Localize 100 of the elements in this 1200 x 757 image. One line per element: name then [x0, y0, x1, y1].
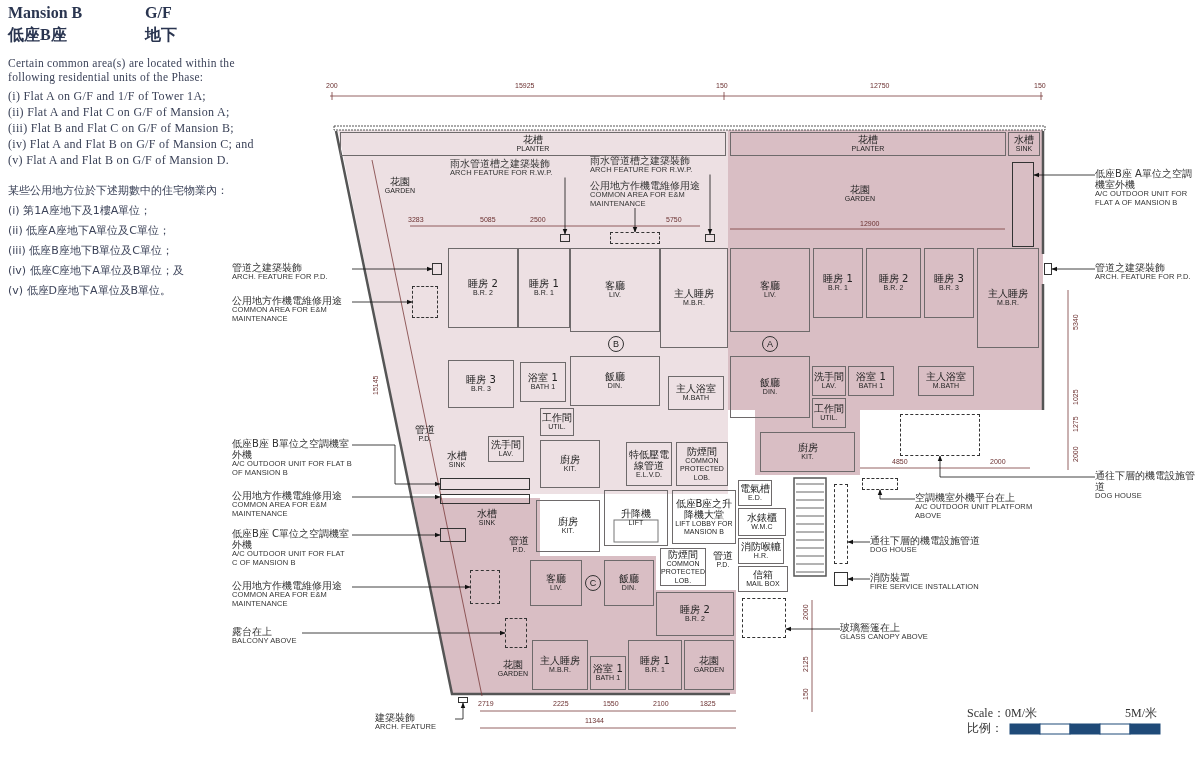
- room-outline: [628, 640, 682, 690]
- room-outline: [448, 248, 518, 328]
- room-name: 主人睡房: [674, 288, 714, 300]
- callout-text: 公用地方作機電維修用途: [232, 490, 342, 501]
- room-name: 睡房 1: [640, 655, 670, 667]
- outdoor-unit-recess: [440, 528, 466, 542]
- room-outline: [812, 398, 846, 428]
- room-name: 低座B座之升降機大堂: [674, 497, 734, 520]
- room-outline: [570, 248, 660, 332]
- room-name: 水槽: [477, 508, 497, 520]
- floor-title: 地下: [145, 25, 177, 45]
- room-name: 防煙間: [687, 445, 717, 457]
- flat-marker: B: [613, 339, 619, 349]
- room-outline: [672, 490, 736, 544]
- callout-text: 通往下層的機電設施管道: [1095, 470, 1195, 492]
- callout-text: 公用地方作機電維修用途: [232, 295, 342, 306]
- callout-text: 露台在上: [232, 626, 272, 637]
- room-name: 飯廳: [760, 377, 780, 389]
- room-name: 主人睡房: [540, 655, 580, 667]
- room-name: 特低壓電線管道: [628, 448, 670, 471]
- scale-text: Scale：0M/米: [967, 705, 1037, 722]
- room-name: 主人浴室: [926, 371, 966, 383]
- flat-marker: A: [767, 339, 773, 349]
- dog-house-area: [834, 484, 848, 564]
- callout-text: 管道之建築裝飾: [1095, 262, 1165, 273]
- note-text: (iii) 低座B座地下B單位及C單位；: [8, 243, 174, 258]
- room-outline: [536, 500, 600, 552]
- room-name: 花園: [390, 176, 410, 188]
- scale-text: 比例：: [967, 720, 1003, 737]
- room-name: 水槽: [1014, 134, 1034, 146]
- room-outline: [924, 248, 974, 318]
- balcony-outline: [505, 618, 527, 648]
- room-outline: [730, 132, 1006, 156]
- callout-text: 公用地方作機電維修用途: [232, 580, 342, 591]
- floor-title: Mansion B: [8, 4, 83, 22]
- room-outline: [918, 366, 974, 396]
- fire-service-box: [834, 572, 848, 586]
- room-outline: [656, 592, 734, 636]
- room-name: 主人浴室: [676, 383, 716, 395]
- room-name: 睡房 3: [466, 374, 496, 386]
- room-name: 水槽: [447, 450, 467, 462]
- room-name: 睡房 2: [680, 604, 710, 616]
- room-outline: [684, 640, 734, 690]
- room-outline: [660, 548, 706, 586]
- note-text: Certain common area(s) are located within the following residential units of the Phase:: [8, 56, 236, 84]
- room-outline: [1008, 132, 1040, 156]
- room-name: 信箱: [753, 569, 773, 581]
- maintenance-area: [470, 570, 500, 604]
- room-name: 花園: [850, 184, 870, 196]
- room-name: 管道: [713, 550, 733, 562]
- callout-text: 低座B座 B單位之空調機室外機: [232, 438, 350, 460]
- room-outline: [977, 248, 1039, 348]
- room-outline: [730, 248, 810, 332]
- room-outline: [604, 490, 668, 546]
- scale-text: 5M/米: [1125, 705, 1157, 722]
- room-name: 廚房: [558, 516, 578, 528]
- pipe-duct-feature: [1044, 263, 1052, 275]
- room-name: 花園: [503, 659, 523, 671]
- room-name: 浴室 1: [593, 663, 623, 675]
- note-text: (ii) Flat A and Flat C on G/F of Mansion A;: [8, 105, 230, 120]
- room-name: 工作間: [542, 412, 572, 424]
- rainwater-pipe-feature: [560, 234, 570, 242]
- room-name: 花槽: [523, 134, 543, 146]
- callout-text: 雨水管道槽之建築裝飾: [590, 155, 690, 166]
- room-outline: [570, 356, 660, 406]
- room-name: 廚房: [560, 454, 580, 466]
- callout-text: 空調機室外機平台在上: [915, 492, 1015, 503]
- room-name: 升降機: [621, 508, 651, 520]
- room-outline: [848, 366, 894, 396]
- room-outline: [540, 440, 600, 488]
- floor-title: G/F: [145, 4, 172, 22]
- room-name: 防煙間: [668, 548, 698, 560]
- floor-title: 低座B座: [8, 25, 67, 45]
- note-text: (iv) Flat A and Flat B on G/F of Mansion C; and: [8, 137, 254, 152]
- maintenance-area: [610, 232, 660, 244]
- callout-text: 管道之建築裝飾: [232, 262, 302, 273]
- room-name: 睡房 2: [468, 278, 498, 290]
- room-name: 主人睡房: [988, 288, 1028, 300]
- room-name: 花園: [699, 655, 719, 667]
- room-outline: [604, 560, 654, 606]
- room-name: 睡房 3: [934, 273, 964, 285]
- room-outline: [532, 640, 588, 690]
- room-outline: [668, 376, 724, 410]
- note-text: (v) Flat A and Flat B on G/F of Mansion D.: [8, 153, 229, 168]
- callout-text: 公用地方作機電維修用途: [590, 180, 700, 191]
- room-name: 洗手間: [491, 439, 521, 451]
- dog-house-area: [900, 414, 980, 456]
- room-name: 水錶櫃: [747, 512, 777, 524]
- room-outline: [813, 248, 863, 318]
- room-outline: [530, 560, 582, 606]
- room-name: 管道: [415, 424, 435, 436]
- room-name: 浴室 1: [856, 371, 886, 383]
- room-name: 飯廳: [605, 371, 625, 383]
- note-text: (i) Flat A on G/F and 1/F of Tower 1A;: [8, 89, 206, 104]
- maintenance-area: [412, 286, 438, 318]
- room-name: 浴室 1: [528, 372, 558, 384]
- outdoor-unit-recess: [440, 478, 530, 490]
- room-outline: [448, 360, 514, 408]
- callout-text: 玻璃簷篷在上: [840, 622, 900, 633]
- note-text: 某些公用地方位於下述期數中的住宅物業內：: [8, 183, 228, 198]
